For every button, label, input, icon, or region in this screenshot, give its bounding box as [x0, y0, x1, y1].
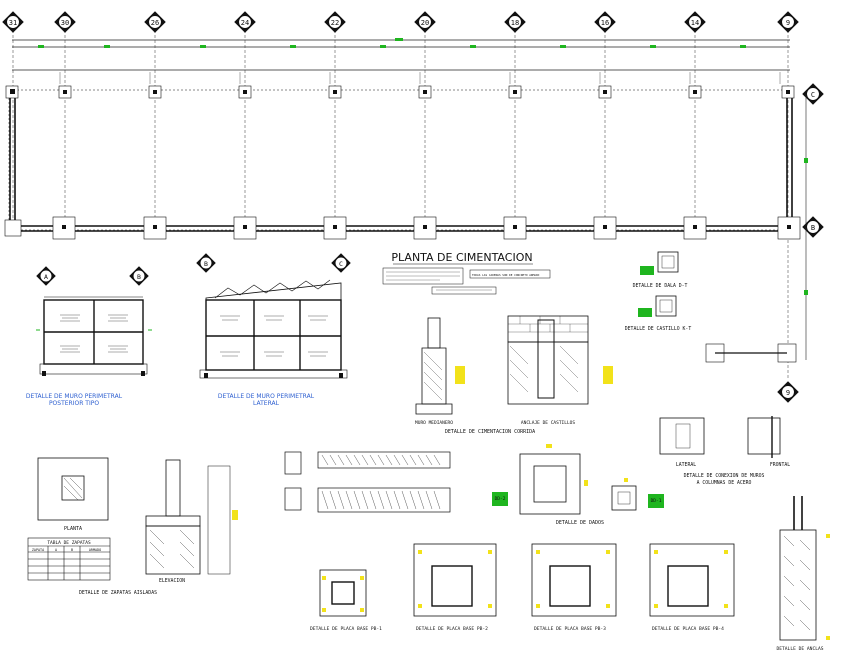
- detail-caption: A COLUMNAS DE ACERO: [697, 480, 752, 486]
- dado-detail: [519, 453, 637, 515]
- axis-label: B: [137, 273, 141, 281]
- label-highlight: [648, 494, 664, 508]
- detail-caption: DETALLE DE MURO PERIMETRAL: [26, 393, 123, 400]
- dimension-highlight: [603, 366, 613, 384]
- detail-caption: FRONTAL: [770, 462, 790, 468]
- axis-label: 22: [331, 19, 339, 27]
- detail-caption: POSTERIOR TIPO: [49, 400, 99, 407]
- table-title: TABLA DE ZAPATAS: [47, 540, 91, 546]
- top-dimension-lines: [12, 39, 790, 71]
- wall-detail-rear: [39, 296, 148, 375]
- detail-caption: DETALLE DE DADOS: [556, 520, 604, 526]
- detail-caption: DETALLE DE PLACA BASE PB-3: [534, 626, 606, 632]
- detail-caption: MURO MEDIANERO: [415, 420, 453, 426]
- footing-elevation: [145, 459, 231, 575]
- detail-caption: DETALLE DE PLACA BASE PB-1: [310, 626, 382, 632]
- label-highlight: [492, 492, 508, 506]
- wall-detail-lateral: [199, 279, 348, 379]
- detail-caption: DETALLE DE CIMENTACION CORRIDA: [445, 429, 535, 435]
- axis-label: 14: [691, 19, 699, 27]
- axis-label: 24: [241, 19, 249, 27]
- pad-right-lower: [705, 343, 797, 363]
- detail-caption: DETALLE DE PLACA BASE PB-4: [652, 626, 724, 632]
- detail-caption: DETALLE DE MURO PERIMETRAL: [218, 393, 315, 400]
- detail-caption: ANCLAJE DE CASTILLOS: [521, 420, 575, 426]
- detail-caption: LATERAL: [676, 462, 696, 468]
- detail-caption: DETALLE DE DALA D-T: [633, 283, 688, 289]
- top-axis-markers: [2, 11, 799, 33]
- axis-label: C: [339, 260, 343, 268]
- axis-label: 9: [786, 19, 790, 27]
- top-axis-labels: 31 30 26 24 22 20 18 16 14 9: [9, 19, 790, 27]
- axis-label: 9: [786, 389, 790, 397]
- detail-caption: DETALLE DE CONEXION DE MUROS: [684, 473, 765, 479]
- anchors-detail: [779, 496, 817, 641]
- plan-title: PLANTA DE CIMENTACION: [391, 251, 532, 264]
- table-col-header: A: [55, 548, 57, 552]
- plan-note: TODAS LAS CADENAS SON DE CONCRETO ARMADO: [472, 273, 540, 277]
- axis-label: B: [204, 260, 208, 268]
- detail-caption: DETALLE DE ZAPATAS AISLADAS: [79, 590, 157, 596]
- foundation-plan: [4, 72, 801, 240]
- axis-label: 20: [421, 19, 429, 27]
- axis-label: 26: [151, 19, 159, 27]
- detail-caption: DETALLE DE PLACA BASE PB-2: [416, 626, 488, 632]
- footing-detail-castillos: [507, 315, 589, 405]
- table-col-header: ARMADO: [89, 548, 101, 552]
- detail-caption: PLANTA: [64, 526, 82, 532]
- dado-label: DD-2: [495, 496, 506, 502]
- right-axis-markers: [777, 83, 824, 403]
- axis-label: 30: [61, 19, 69, 27]
- top-dimension-marks: [38, 38, 746, 48]
- mid-axis-markers: [36, 253, 351, 286]
- footing-plan: [37, 457, 109, 521]
- plan-notes: [382, 267, 551, 295]
- axis-label: A: [44, 273, 48, 281]
- axis-label: 31: [9, 19, 17, 27]
- detail-caption: ELEVACION: [159, 578, 185, 584]
- base-plates: [319, 543, 735, 617]
- dado-label: DD-1: [651, 498, 662, 504]
- dimension-highlight: [455, 366, 465, 384]
- grid-vertical-lines: [12, 30, 789, 380]
- footing-detail-medianero: [415, 317, 453, 415]
- detail-caption: DETALLE DE ANCLAS: [776, 646, 823, 652]
- dala-detail: [655, 251, 679, 317]
- table-col-header: B: [71, 548, 73, 552]
- dimension-highlight: [232, 510, 238, 520]
- connection-detail: [659, 416, 781, 458]
- beam-details: [284, 451, 451, 513]
- detail-caption: LATERAL: [253, 400, 280, 407]
- axis-label: 18: [511, 19, 519, 27]
- axis-label: B: [811, 224, 815, 232]
- axis-label: C: [811, 91, 815, 99]
- label-highlight: [638, 308, 652, 317]
- footing-table: [27, 537, 111, 581]
- axis-label: 16: [601, 19, 609, 27]
- table-col-header: ZAPATA: [32, 548, 44, 552]
- label-highlight: [640, 266, 654, 275]
- detail-caption: DETALLE DE CASTILLO K-T: [625, 326, 692, 332]
